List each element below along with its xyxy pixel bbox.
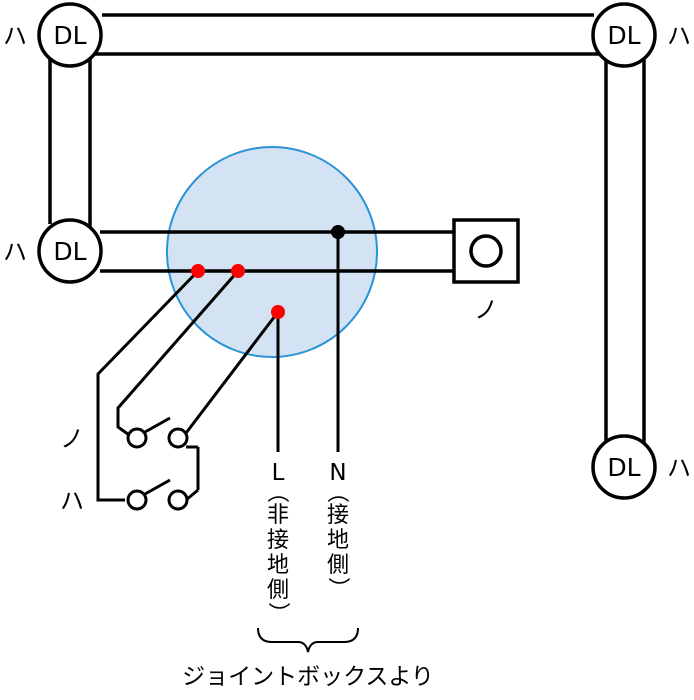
downlight-switch-tag: ハ (667, 454, 691, 482)
downlight-switch-tag: ハ (667, 22, 691, 50)
live-note-char: 側 (267, 578, 289, 603)
wire-to-upper-switch (116, 270, 240, 439)
downlight-circle (591, 2, 657, 68)
outlet-circle (469, 234, 503, 268)
connection-dot-live-3 (271, 305, 285, 319)
live-note-char: 非 (267, 503, 289, 528)
wire-common (181, 311, 280, 438)
wires (96, 232, 340, 502)
downlight-top-left: DL ハ (3, 2, 103, 68)
downlight-circle (37, 218, 103, 284)
downlight-bottom-right: DL ハ (591, 434, 691, 500)
wire-to-lower-switch (96, 269, 200, 502)
downlight-circle (37, 2, 103, 68)
outlet-switch-tag: ノ (474, 296, 498, 324)
neutral-note-char: 側 (327, 553, 349, 578)
junction-box (166, 146, 378, 358)
switch-lower-lever (144, 478, 171, 496)
downlight-top-right: DL ハ (591, 2, 691, 68)
downlight-label: DL (53, 21, 86, 50)
switch-lower-tag: ハ (60, 487, 84, 515)
switch-lower (126, 478, 189, 511)
live-letter: L (272, 460, 285, 486)
downlight-switch-tag: ハ (3, 238, 27, 266)
switch-upper-tag: ノ (60, 425, 84, 453)
live-note-char: （ (264, 481, 289, 503)
downlight-circle (591, 434, 657, 500)
connection-dot-neutral (331, 225, 345, 239)
switch-lower-terminal-left (126, 489, 148, 511)
downlight-label: DL (53, 237, 86, 266)
switch-upper (126, 416, 189, 449)
switch-upper-lever (144, 416, 171, 434)
outlet-fixture: ノ (452, 218, 520, 324)
neutral-letter: N (329, 460, 346, 486)
switch-upper-terminal-right (167, 427, 189, 449)
downlight-switch-tag: ハ (3, 22, 27, 50)
switch-upper-terminal-left (126, 427, 148, 449)
neutral-note-char: （ (324, 481, 349, 503)
neutral-note-char: 接 (327, 503, 349, 528)
connection-dot-live-2 (231, 264, 245, 278)
live-note-char: 地 (267, 553, 289, 578)
supply-caption: ジョイントボックスより (182, 664, 434, 690)
live-note-char: ） (265, 602, 290, 624)
live-note: （ 非 接 地 側 ） (264, 481, 290, 624)
live-note-char: 接 (267, 528, 289, 553)
downlight-label: DL (607, 21, 640, 50)
supply-brace (257, 627, 359, 653)
neutral-note-char: 地 (327, 528, 349, 553)
connection-dot-live-1 (191, 264, 205, 278)
downlight-label: DL (607, 453, 640, 482)
neutral-note: （ 接 地 側 ） (324, 481, 350, 599)
downlight-middle-left: DL ハ (3, 218, 103, 284)
cable-runs (48, 13, 646, 448)
neutral-note-char: ） (325, 577, 350, 599)
switch-lower-terminal-right (167, 489, 189, 511)
